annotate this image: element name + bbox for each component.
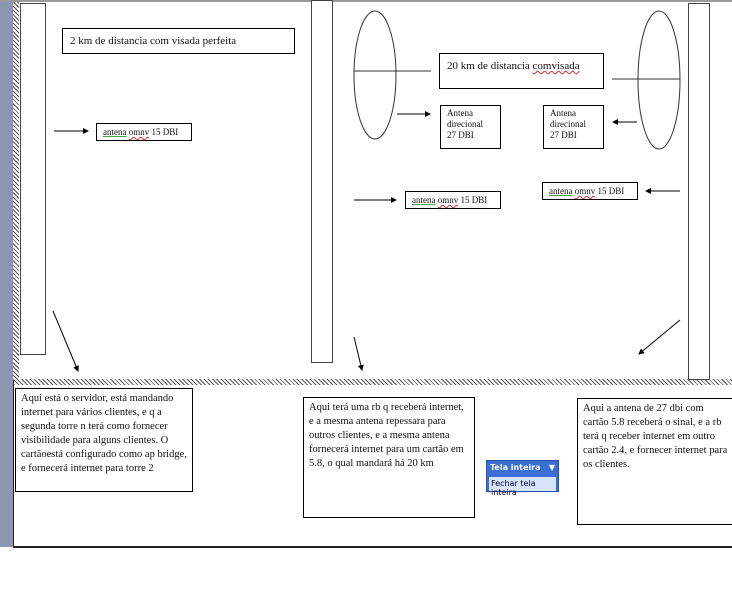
fullscreen-toolbar[interactable]: Tela inteira ▼ Fechar tela inteira xyxy=(486,460,559,497)
left-margin-hatch xyxy=(13,0,19,380)
arrow xyxy=(52,310,79,372)
diagram-lines xyxy=(52,10,681,372)
left-ruler xyxy=(0,0,13,547)
label-distance-2km: 2 km de distancia com visada perfeita xyxy=(62,28,295,54)
note-tower-1: Aqui está o servidor, está mandando inte… xyxy=(15,388,193,492)
tower-3[interactable] xyxy=(688,3,710,380)
fullscreen-title: Tela inteira xyxy=(490,463,541,472)
page-break-hatch xyxy=(14,379,732,385)
label-distance-20km: 20 km de distancia comvisada xyxy=(439,53,604,89)
dish-left xyxy=(353,10,397,140)
top-border xyxy=(0,0,732,2)
tower-2[interactable] xyxy=(311,0,333,363)
note-tower-3: Aqui a antena de 27 dbi com cartão 5.8 r… xyxy=(577,398,732,525)
label-omni-tower2: antena omnv 15 DBI xyxy=(405,191,501,209)
dish-right xyxy=(637,10,681,150)
tower-1[interactable] xyxy=(20,3,46,355)
label-omni-tower3: antena omnv 15 DBI xyxy=(542,182,638,200)
page-left-edge xyxy=(13,380,14,547)
close-fullscreen-button[interactable]: Fechar tela inteira xyxy=(489,477,556,497)
page-bottom-edge xyxy=(13,546,732,548)
arrow xyxy=(353,336,364,371)
dropdown-icon[interactable]: ▼ xyxy=(548,463,555,472)
label-omni-tower1: antena omnv 15 DBI xyxy=(96,123,192,141)
note-tower-2: Aqui terá uma rb q receberá internet, e … xyxy=(303,397,475,518)
arrow xyxy=(638,319,681,355)
